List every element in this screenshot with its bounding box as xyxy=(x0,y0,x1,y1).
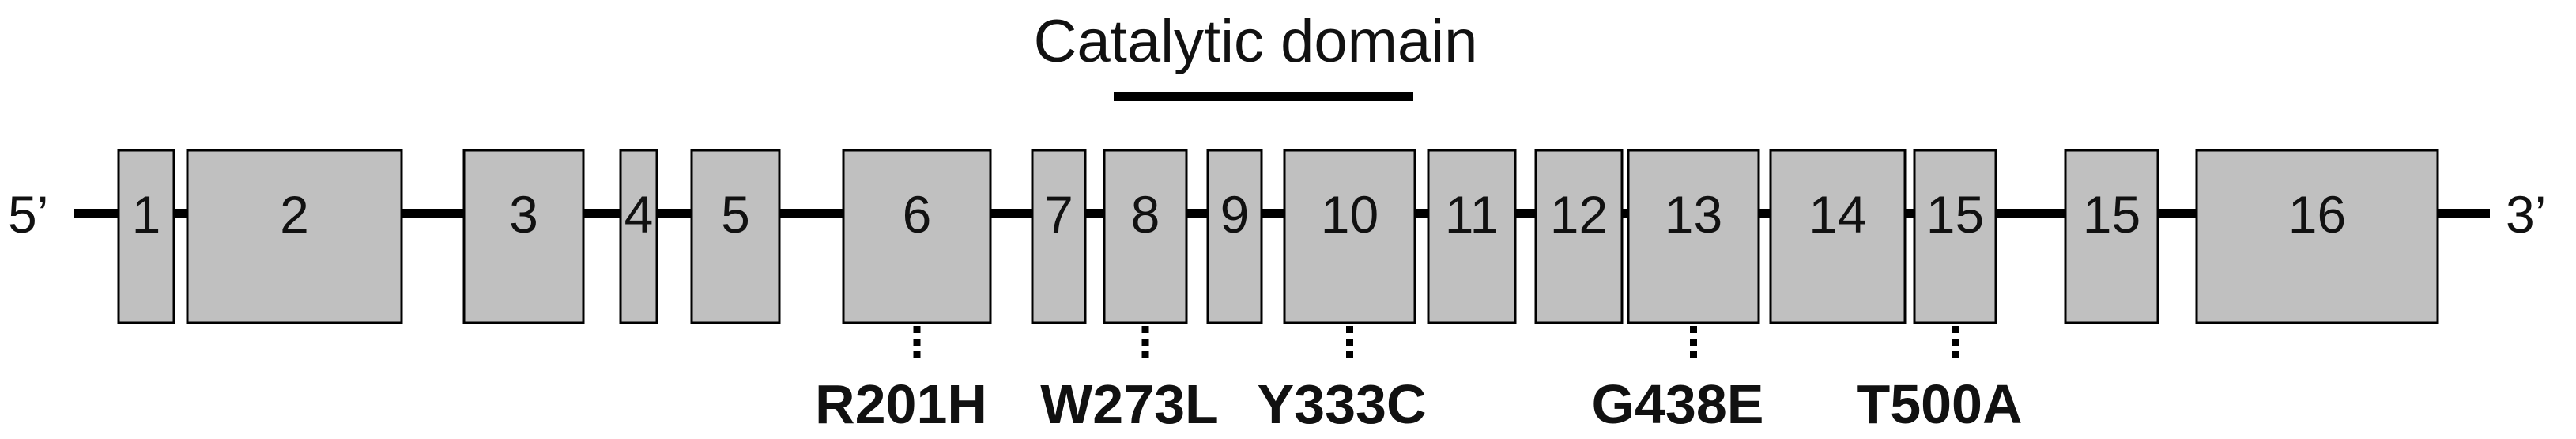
exon-label-1: 1 xyxy=(132,185,161,244)
exon-box-7 xyxy=(1031,149,1087,324)
exon-label-6: 6 xyxy=(903,185,932,244)
exon-label-17: 16 xyxy=(2288,185,2346,244)
exon-box-12 xyxy=(1534,149,1624,324)
exon-box-1 xyxy=(117,149,175,324)
exon-box-14 xyxy=(1769,149,1907,324)
exon-label-13: 13 xyxy=(1665,185,1722,244)
exon-box-10 xyxy=(1283,149,1416,324)
exon-label-8: 8 xyxy=(1131,185,1160,244)
exon-label-11: 11 xyxy=(1445,185,1499,244)
five-prime-label: 5’ xyxy=(8,185,48,244)
exon-box-5 xyxy=(690,149,781,324)
exon-label-9: 9 xyxy=(1220,185,1250,244)
three-prime-label: 3’ xyxy=(2506,185,2546,244)
exon-label-5: 5 xyxy=(721,185,750,244)
exon-box-4 xyxy=(619,149,658,324)
exon-box-3 xyxy=(462,149,585,324)
mutation-label-t500a: T500A xyxy=(1856,373,2022,435)
mutation-group: R201H W273L Y333C G438E T500A xyxy=(815,326,2023,435)
mutation-label-r201h: R201H xyxy=(815,373,987,435)
mutation-label-g438e: G438E xyxy=(1592,373,1764,435)
exon-label-15: 15 xyxy=(1926,185,1984,244)
exon-label-10: 10 xyxy=(1321,185,1379,244)
exon-label-14: 14 xyxy=(1808,185,1866,244)
mutation-label-y333c: Y333C xyxy=(1257,373,1426,435)
exon-label-2: 2 xyxy=(280,185,309,244)
exon-label-3: 3 xyxy=(509,185,538,244)
exon-box-6 xyxy=(842,149,992,324)
exon-box-9 xyxy=(1206,149,1263,324)
exon-box-8 xyxy=(1103,149,1188,324)
exon-box-15 xyxy=(1913,149,1997,324)
exon-box-11 xyxy=(1427,149,1517,324)
mutation-label-w273l: W273L xyxy=(1040,373,1219,435)
exon-label-4: 4 xyxy=(624,185,654,244)
exon-box-13 xyxy=(1627,149,1760,324)
exon-box-17 xyxy=(2195,149,2439,324)
catalytic-domain-label: Catalytic domain xyxy=(1034,8,1478,75)
exon-box-2 xyxy=(186,149,403,324)
exon-label-12: 12 xyxy=(1550,185,1608,244)
exon-label-7: 7 xyxy=(1044,185,1073,244)
exon-box-16 xyxy=(2064,149,2159,324)
exon-label-16: 15 xyxy=(2083,185,2140,244)
